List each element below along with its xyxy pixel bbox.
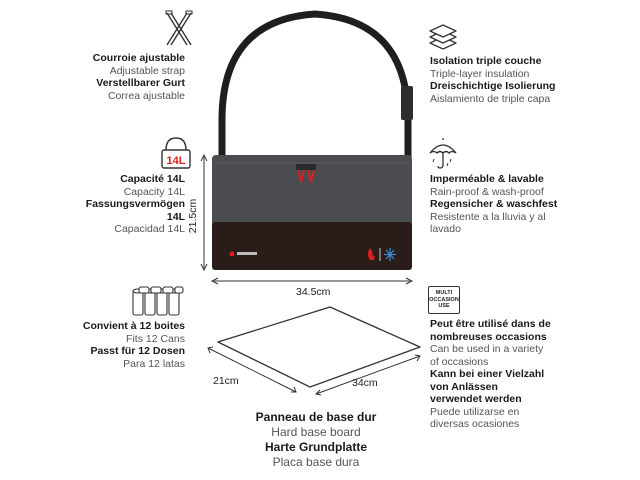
umbrella-icon — [429, 138, 457, 169]
base-board-en: Hard base board — [271, 425, 361, 439]
board-width-dimension-line — [314, 354, 421, 396]
width-dimension-line — [210, 277, 414, 285]
cans-en: Fits 12 Cans — [126, 332, 185, 345]
occasions-de-2: von Anlässen — [430, 380, 498, 393]
insulation-de: Dreischichtige Isolierung — [430, 80, 556, 92]
strap-icon — [165, 10, 193, 46]
waterproof-es-1: Resistente a la lluvia y al — [430, 210, 546, 223]
occasions-de-1: Kann bei einer Vielzahl — [430, 368, 545, 380]
occasions-es-1: Puede utilizarse en — [430, 405, 520, 418]
capacity-es: Capacidad 14L — [114, 223, 185, 235]
waterproof-en: Rain-proof & wash-proof — [430, 185, 544, 198]
height-label: 21.5cm — [187, 198, 200, 234]
capacity-de-2: 14L — [166, 210, 185, 223]
strap-es: Correa ajustable — [107, 89, 185, 102]
bag-body — [212, 222, 412, 270]
cans-text: Convient à 12 boites Fits 12 Cans Passt … — [15, 320, 185, 370]
cans-es: Para 12 latas — [123, 357, 185, 370]
multi-occasion-badge-2: OCCASION — [429, 296, 459, 303]
capacity-badge: 14L — [167, 155, 186, 167]
strap-de: Verstellbarer Gurt — [96, 77, 185, 89]
occasions-de-3: verwendet werden — [430, 393, 522, 405]
strap-buckle — [401, 86, 413, 120]
occasions-fr-1: Peut être utilisé dans de — [430, 318, 551, 330]
capacity-fr: Capacité 14L — [120, 173, 185, 185]
waterproof-fr: Imperméable & lavable — [430, 173, 544, 185]
strap-text: Courroie ajustable Adjustable strap Vers… — [15, 52, 185, 102]
occasions-en-1: Can be used in a variety — [430, 343, 544, 355]
multi-occasion-badge-3: USE — [438, 303, 450, 310]
shoulder-strap — [218, 10, 412, 184]
hot-cold-icons — [368, 248, 396, 261]
capacity-de-1: Fassungsvermögen — [85, 198, 185, 210]
base-board-de: Harte Grundplatte — [264, 440, 367, 454]
brand-logo — [229, 251, 257, 257]
width-label: 34.5cm — [296, 286, 331, 298]
strap-fr: Courroie ajustable — [92, 52, 185, 64]
capacity-en: Capacity 14L — [123, 185, 185, 198]
base-board-illustration — [207, 306, 421, 396]
cans-icon — [132, 286, 184, 316]
cans-fr: Convient à 12 boites — [82, 320, 185, 332]
multi-occasion-badge-1: MULTI — [435, 290, 453, 297]
strap-en: Adjustable strap — [109, 64, 185, 77]
base-board — [217, 306, 421, 388]
insulation-text: Isolation triple couche Triple-layer ins… — [430, 55, 630, 105]
board-depth-label: 21cm — [213, 375, 239, 387]
layers-icon — [429, 24, 457, 50]
cans-de: Passt für 12 Dosen — [90, 345, 185, 357]
insulation-en: Triple-layer insulation — [430, 67, 530, 80]
insulation-fr: Isolation triple couche — [430, 55, 542, 67]
occasions-en-2: of occasions — [430, 355, 489, 368]
cooler-bag-illustration — [200, 10, 414, 285]
height-dimension-line — [200, 153, 208, 272]
multi-occasion-icon: MULTI OCCASION USE — [428, 286, 460, 314]
waterproof-de: Regensicher & waschfest — [430, 198, 558, 210]
waterproof-es-2: lavado — [430, 223, 461, 235]
board-depth-dimension-line — [207, 346, 297, 393]
base-board-caption: Panneau de base dur Hard base board Hart… — [236, 410, 396, 470]
bag-lid — [212, 155, 412, 227]
board-width-label: 34cm — [352, 377, 378, 389]
capacity-text: Capacité 14L Capacity 14L Fassungsvermög… — [15, 173, 185, 236]
occasions-es-2: diversas ocasiones — [430, 418, 520, 430]
zipper-pulls — [296, 164, 316, 183]
bag-capacity-icon: 14L — [161, 137, 191, 169]
insulation-es: Aislamiento de triple capa — [430, 92, 551, 105]
occasions-text: Peut être utilisé dans de nombreuses occ… — [430, 318, 630, 431]
occasions-fr-2: nombreuses occasions — [430, 330, 547, 343]
base-board-es: Placa base dura — [272, 455, 360, 469]
waterproof-text: Imperméable & lavable Rain-proof & wash-… — [430, 173, 630, 236]
base-board-fr: Panneau de base dur — [255, 410, 377, 424]
